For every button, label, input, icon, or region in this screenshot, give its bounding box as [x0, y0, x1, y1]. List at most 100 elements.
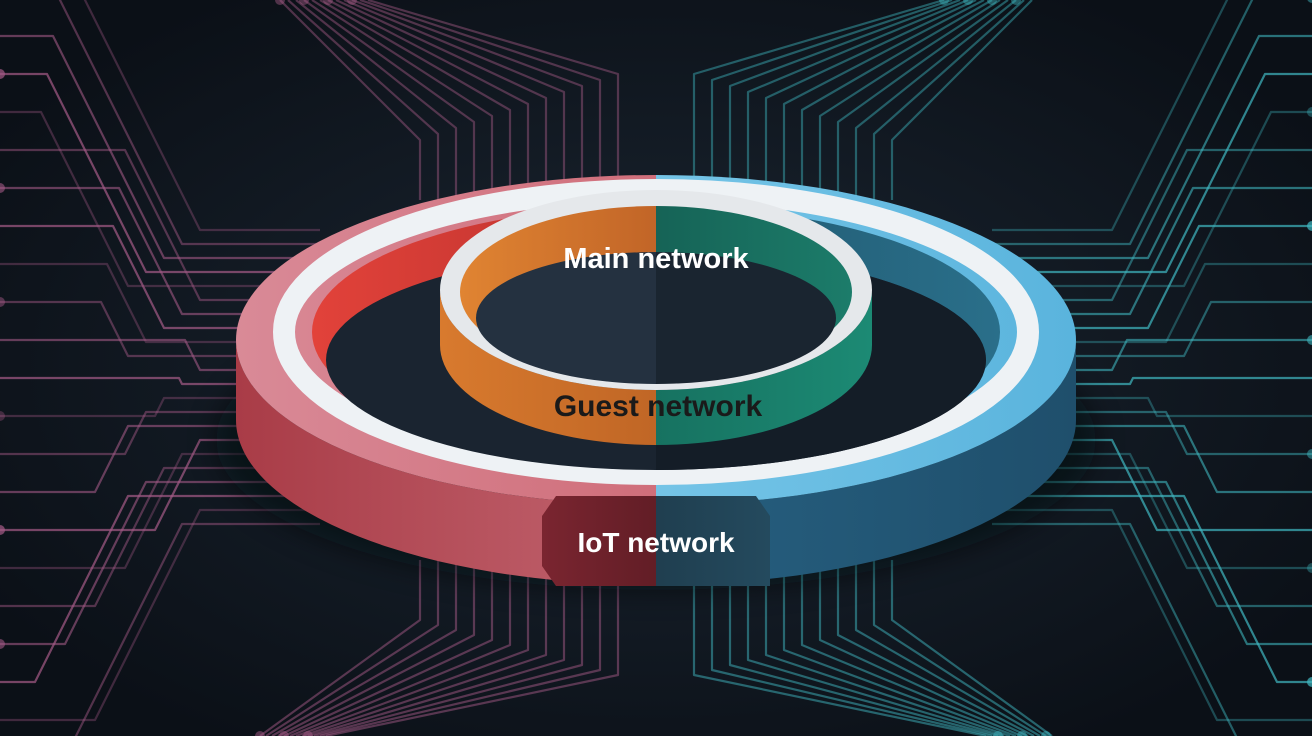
connector-node-icon: [279, 731, 289, 736]
circuit-trace-icon: [992, 480, 1312, 646]
connector-node-icon: [1307, 449, 1312, 459]
inner-ring-floor-right: [656, 252, 836, 384]
circuit-trace-icon: [728, 0, 961, 200]
circuit-trace-icon: [277, 560, 476, 736]
circuit-trace-icon: [992, 0, 1254, 246]
circuit-trace-icon: [992, 0, 1229, 232]
circuit-trace-icon: [335, 0, 548, 200]
inner-ring: [440, 190, 872, 445]
circuit-trace-icon: [764, 0, 977, 200]
circuit-trace-icon: [0, 262, 320, 344]
circuit-trace-icon: [271, 560, 458, 736]
circuit-trace-icon: [259, 560, 422, 736]
connector-node-icon: [255, 731, 265, 736]
connector-node-icon: [323, 0, 333, 5]
circuit-trace-icon: [992, 110, 1312, 288]
circuit-trace-icon: [992, 522, 1238, 736]
circuit-trace-icon: [992, 494, 1312, 684]
connector-node-icon: [963, 0, 973, 5]
circuit-trace-icon: [710, 0, 953, 200]
circuit-trace-icon: [710, 560, 993, 736]
connector-node-icon: [939, 0, 949, 5]
circuit-trace-icon: [295, 560, 530, 736]
connector-node-icon: [1017, 731, 1027, 736]
main-network-label: Main network: [563, 243, 749, 275]
circuit-trace-icon: [854, 0, 1017, 200]
circuit-trace-icon: [367, 0, 620, 200]
connector-node-icon: [1041, 731, 1051, 736]
inner-ring-outer-wall-right: [656, 290, 872, 445]
connector-node-icon: [993, 731, 1003, 736]
circuit-trace-icon: [325, 560, 620, 736]
circuit-trace-icon: [992, 262, 1312, 344]
connector-node-icon: [1307, 563, 1312, 573]
iot-tab-right: [656, 496, 770, 586]
circuit-trace-icon: [992, 34, 1312, 260]
circuit-trace-icon: [818, 0, 1001, 200]
inner-ring-outer-wall-left: [440, 290, 656, 445]
connector-node-icon: [987, 0, 997, 5]
circuit-trace-icon: [800, 0, 993, 200]
circuit-trace-icon: [0, 300, 320, 358]
connector-node-icon: [1307, 335, 1312, 345]
connector-node-icon: [0, 525, 5, 535]
circuit-trace-icon: [303, 0, 476, 200]
circuit-trace-icon: [890, 0, 1033, 200]
circuit-trace-icon: [746, 560, 1005, 736]
guest-network-label: Guest network: [554, 390, 763, 423]
circuit-trace-icon: [265, 560, 440, 736]
circuit-trace-icon: [992, 72, 1312, 274]
connector-node-icon: [275, 0, 285, 5]
circuit-trace-icon: [992, 300, 1312, 358]
circuit-trace-icon: [313, 560, 584, 736]
iot-network-label: IoT network: [577, 527, 735, 558]
circuit-trace-icon: [295, 0, 458, 200]
connector-node-icon: [1307, 221, 1312, 231]
circuit-trace-icon: [311, 0, 494, 200]
connector-node-icon: [1307, 107, 1312, 117]
connector-node-icon: [1011, 0, 1021, 5]
circuit-trace-icon: [818, 560, 1029, 736]
circuit-trace-icon: [0, 72, 320, 274]
connector-node-icon: [0, 297, 5, 307]
circuit-trace-icon: [0, 110, 320, 288]
iot-tab: [542, 496, 770, 586]
connector-node-icon: [1307, 677, 1312, 687]
circuit-trace-icon: [836, 560, 1035, 736]
circuit-trace-icon: [359, 0, 602, 200]
circuit-trace-icon: [764, 560, 1011, 736]
connector-node-icon: [0, 411, 5, 421]
circuit-trace-icon: [854, 560, 1041, 736]
connector-node-icon: [303, 731, 313, 736]
connector-node-icon: [347, 0, 357, 5]
circuit-trace-icon: [782, 560, 1017, 736]
circuit-trace-icon: [692, 560, 987, 736]
inner-ring-floor-left: [476, 252, 656, 384]
circuit-trace-icon: [872, 0, 1025, 200]
circuit-trace-icon: [301, 560, 548, 736]
connector-node-icon: [0, 639, 5, 649]
circuit-trace-icon: [307, 560, 566, 736]
circuit-trace-icon: [872, 560, 1047, 736]
circuit-trace-icon: [74, 522, 320, 736]
circuit-trace-icon: [800, 560, 1023, 736]
connector-node-icon: [0, 183, 5, 193]
circuit-trace-icon: [58, 0, 320, 246]
circuit-trace-icon: [836, 0, 1009, 200]
connector-node-icon: [1307, 0, 1312, 3]
iot-tab-left: [542, 496, 656, 586]
circuit-trace-icon: [728, 560, 999, 736]
circuit-trace-icon: [319, 560, 602, 736]
circuit-trace-icon: [287, 0, 440, 200]
circuit-trace-icon: [351, 0, 584, 200]
connector-node-icon: [299, 0, 309, 5]
circuit-trace-icon: [319, 0, 512, 200]
circuit-trace-icon: [279, 0, 422, 200]
circuit-trace-icon: [746, 0, 969, 200]
circuit-trace-icon: [782, 0, 985, 200]
circuit-trace-icon: [289, 560, 512, 736]
circuit-trace-icon: [283, 560, 494, 736]
